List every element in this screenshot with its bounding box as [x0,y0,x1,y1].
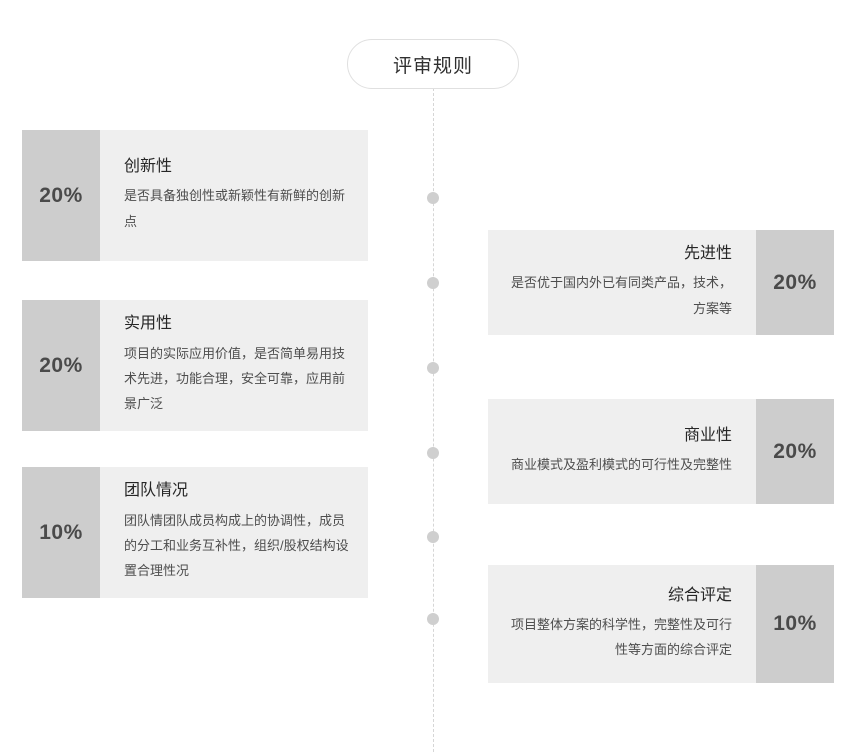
timeline-dot-4 [427,447,439,459]
criteria-card-commercial: 商业性 商业模式及盈利模式的可行性及完整性 20% [488,399,834,504]
card-title: 实用性 [124,315,173,333]
weight-badge: 10% [756,565,834,683]
timeline-dot-6 [427,613,439,625]
card-body: 先进性 是否优于国内外已有同类产品，技术，方案等 [488,230,756,335]
card-body: 团队情况 团队情团队成员构成上的协调性，成员的分工和业务互补性，组织/股权结构设… [100,467,368,598]
card-description: 商业模式及盈利模式的可行性及完整性 [510,456,732,472]
card-description: 团队情团队成员构成上的协调性，成员的分工和业务互补性，组织/股权结构设置合理性况 [124,512,349,579]
card-title: 先进性 [683,245,732,263]
criteria-card-practicality: 20% 实用性 项目的实际应用价值，是否简单易用技术先进，功能合理，安全可靠，应… [22,300,368,431]
timeline-dot-1 [427,192,439,204]
card-description: 是否具备独创性或新颖性有新鲜的创新点 [124,188,346,229]
page-title: 评审规则 [392,55,473,77]
card-description: 项目整体方案的科学性，完整性及可行性等方面的综合评定 [510,616,732,658]
timeline-dot-3 [427,362,439,374]
weight-value: 20% [39,353,83,377]
criteria-card-overall: 综合评定 项目整体方案的科学性，完整性及可行性等方面的综合评定 10% [488,565,834,683]
criteria-card-advancement: 先进性 是否优于国内外已有同类产品，技术，方案等 20% [488,230,834,335]
card-body: 创新性 是否具备独创性或新颖性有新鲜的创新点 [100,130,368,261]
weight-value: 20% [39,183,83,207]
card-title: 创新性 [124,158,173,176]
card-title: 团队情况 [124,482,189,500]
criteria-card-innovation: 20% 创新性 是否具备独创性或新颖性有新鲜的创新点 [22,130,368,261]
card-title: 综合评定 [667,586,732,604]
timeline-dot-5 [427,531,439,543]
card-body: 实用性 项目的实际应用价值，是否简单易用技术先进，功能合理，安全可靠，应用前景广… [100,300,368,431]
page-title-pill: 评审规则 [347,39,519,89]
card-description: 是否优于国内外已有同类产品，技术，方案等 [510,275,732,316]
weight-badge: 20% [22,300,100,431]
weight-value: 20% [773,439,817,463]
weight-badge: 10% [22,467,100,598]
timeline-dashed-line [433,88,434,752]
timeline-dot-2 [427,277,439,289]
card-body: 综合评定 项目整体方案的科学性，完整性及可行性等方面的综合评定 [488,565,756,683]
weight-badge: 20% [756,230,834,335]
criteria-card-team: 10% 团队情况 团队情团队成员构成上的协调性，成员的分工和业务互补性，组织/股… [22,467,368,598]
weight-badge: 20% [756,399,834,504]
weight-value: 10% [773,612,817,635]
weight-value: 10% [39,520,83,544]
card-title: 商业性 [683,426,732,444]
weight-badge: 20% [22,130,100,261]
card-body: 商业性 商业模式及盈利模式的可行性及完整性 [488,399,756,504]
card-description: 项目的实际应用价值，是否简单易用技术先进，功能合理，安全可靠，应用前景广泛 [124,345,346,412]
weight-value: 20% [773,270,817,294]
